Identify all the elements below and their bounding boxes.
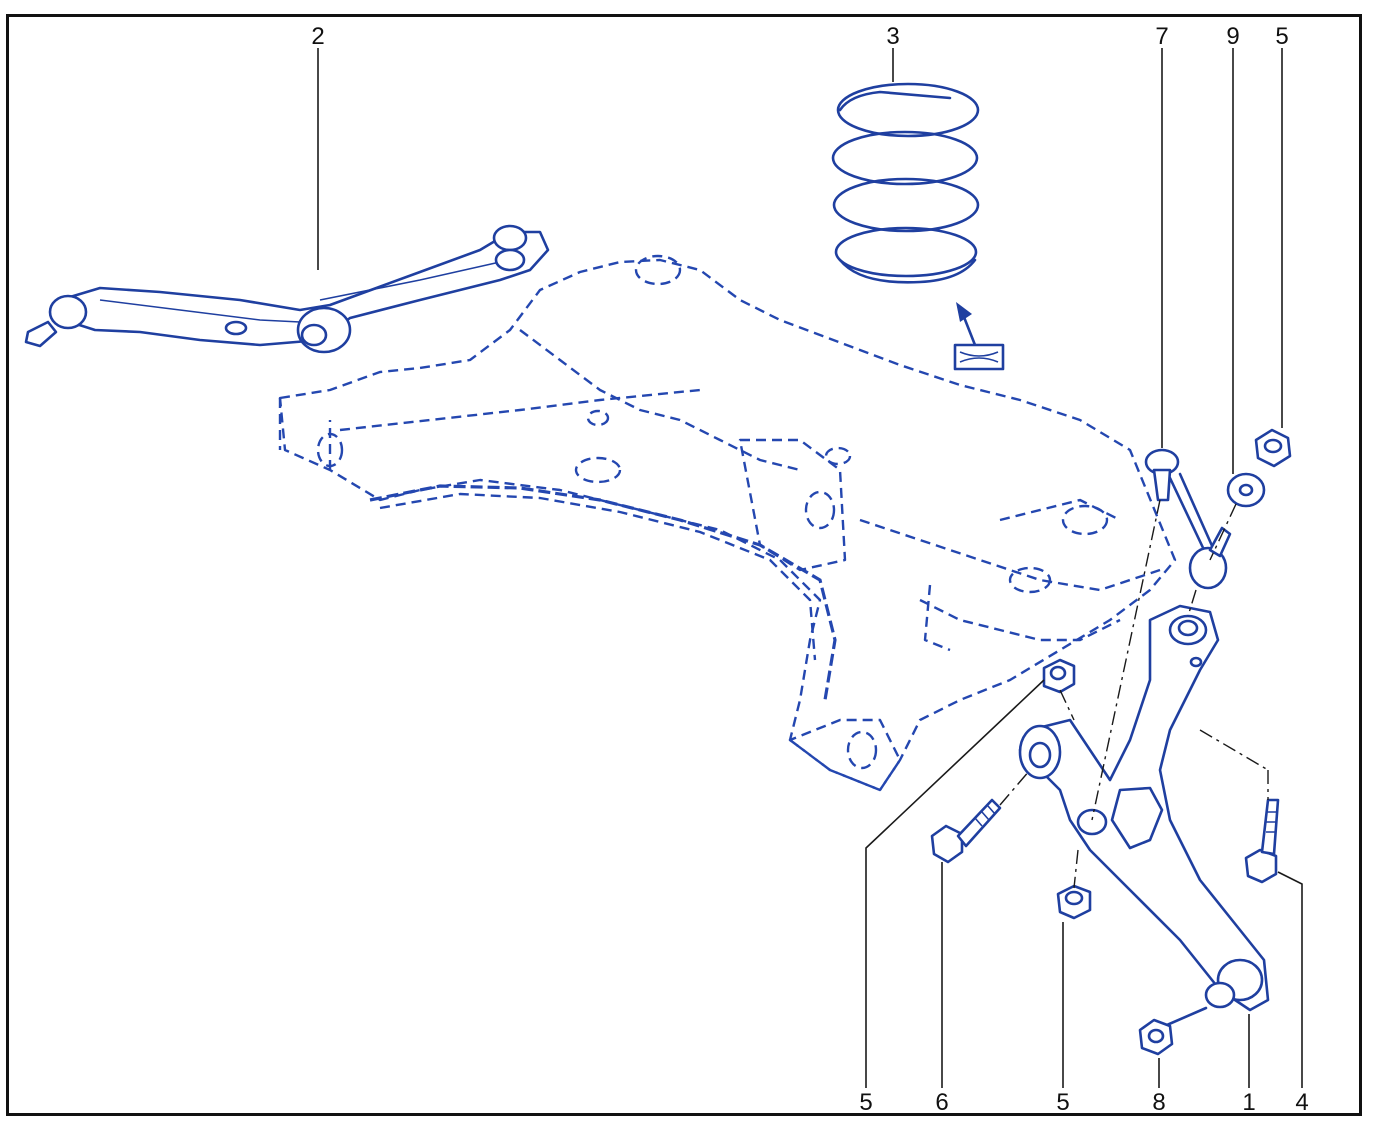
stabilizer-link xyxy=(1144,448,1232,590)
callout-6: 6 xyxy=(935,1089,948,1116)
nut-middle xyxy=(1042,658,1076,694)
assembly-lines xyxy=(999,499,1269,889)
leader-lines xyxy=(317,48,1303,1088)
callout-7: 7 xyxy=(1155,23,1168,50)
callout-5-top: 5 xyxy=(1275,23,1288,50)
lower-control-arm xyxy=(1018,604,1270,1030)
callout-8: 8 xyxy=(1152,1089,1165,1116)
trailing-arm xyxy=(24,224,550,354)
rear-bolt xyxy=(1244,798,1280,884)
diagram-frame xyxy=(6,14,1362,1116)
callout-2: 2 xyxy=(311,23,324,50)
orientation-arrow-icon xyxy=(953,302,1005,371)
coil-spring xyxy=(831,82,980,284)
nut-lower xyxy=(1056,884,1092,920)
callout-9: 9 xyxy=(1226,23,1239,50)
callout-3: 3 xyxy=(886,23,899,50)
washer xyxy=(1226,472,1266,508)
ball-joint-nut xyxy=(1138,1018,1174,1056)
callout-1: 1 xyxy=(1242,1089,1255,1116)
callout-labels: 2 3 7 9 5 5 6 5 8 1 4 xyxy=(311,23,1308,1116)
callout-4: 4 xyxy=(1295,1089,1308,1116)
nut-top-right xyxy=(1254,428,1292,468)
callout-5-bottom-a: 5 xyxy=(859,1089,872,1116)
front-bolt xyxy=(930,798,1002,864)
callout-5-bottom-b: 5 xyxy=(1056,1089,1069,1116)
subframe-ghost xyxy=(278,254,1177,792)
